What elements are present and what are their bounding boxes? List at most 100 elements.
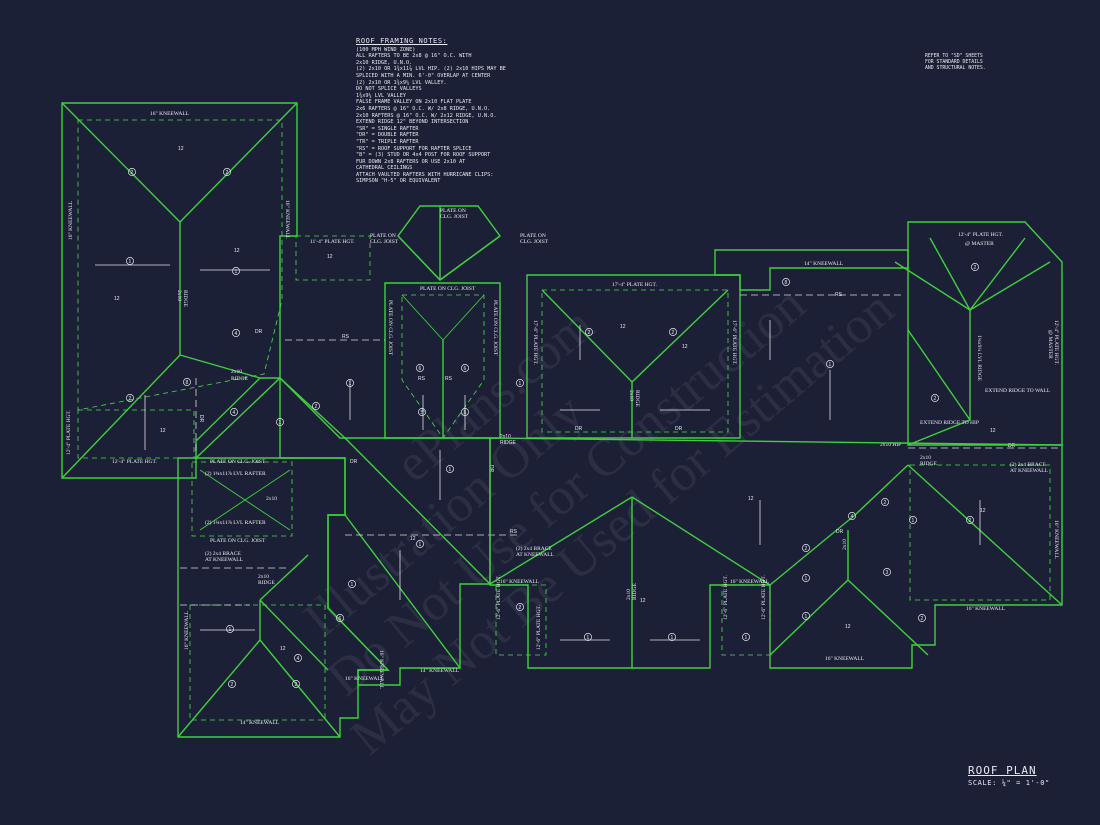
note-item: 2x10 RIDGE, U.N.O. (356, 59, 413, 66)
kneewall-label: 14" KNEEWALL (804, 261, 844, 267)
plate-height-label: 12'-6" PLATE HGT. (761, 575, 767, 620)
note-marker: 3 (886, 570, 889, 576)
brace-label: (2) 2x4 BRACE (516, 545, 552, 552)
roof-support-label: RS (835, 292, 843, 298)
extend-ridge-label: EXTEND RIDGE TO WALL (985, 388, 1051, 394)
note-marker: 1 (349, 381, 352, 387)
ridge-label: 2x10 (258, 574, 269, 580)
note-item: 1¾x9¼ LVL VALLEY (356, 92, 406, 99)
reference-line: AND STRUCTURAL NOTES. (925, 66, 986, 71)
note-item: "SR" = SINGLE RAFTER (356, 125, 419, 132)
note-marker: 1 (671, 635, 674, 641)
note-item: "B" = (3) STUD OR 4x4 POST FOR ROOF SUPP… (356, 152, 491, 159)
notes-title: ROOF FRAMING NOTES: (356, 37, 448, 45)
note-marker: 6 (419, 366, 422, 372)
ridge-label: 2x10 (231, 369, 242, 375)
ridge-label: 2x10 (920, 455, 931, 461)
kneewall-label: 16" KNEEWALL (825, 656, 865, 662)
plate-strip: 11'-4" PLATE HGT. PLATE ON CLG. JOIST PL… (285, 233, 549, 341)
pitch-rise: 12 (178, 146, 184, 152)
note-marker: 1 (587, 635, 590, 641)
plate-height-label: 12'-6" PLATE HGT. (536, 605, 542, 650)
brace-label: AT KNEEWALL (1010, 468, 1049, 474)
master-label: @ MASTER (1047, 330, 1053, 359)
pitch-rise: 12 (640, 598, 646, 604)
lvl-rafter-label: (2) 1¾x11⅞ LVL RAFTER (205, 470, 266, 477)
plate-label: PLATE ON (370, 233, 396, 239)
plate-height-label: 12'-4" PLATE HGT. (112, 459, 157, 465)
plate-label: PLATE ON CLG. JOIST (492, 300, 498, 356)
left-wing-roof: 16" KNEEWALL 12'-4" PLATE HGT. 2x10 RIDG… (61, 102, 298, 479)
ridge-label: RIDGE (634, 390, 640, 407)
plate-height-label: 11'-4" PLATE HGT. (310, 239, 355, 245)
plate-label: PLATE ON (440, 208, 466, 214)
note-marker: 2 (974, 265, 977, 271)
roof-support-label: RS (342, 334, 350, 340)
brace-label: AT KNEEWALL (205, 557, 244, 563)
ridge-label: 2x10 (266, 496, 277, 502)
note-item: (2) 2x10 OR 1¾x11⅞ LVL HIP. (2) 2x10 HIP… (356, 66, 506, 73)
note-marker: 4 (235, 331, 238, 337)
plate-height-label: 12'-6" PLATE HGT. (496, 575, 502, 620)
note-marker: 5 (421, 410, 424, 416)
note-marker: 8 (186, 380, 189, 386)
plate-label: PLATE ON CLG. JOIST (210, 538, 266, 544)
note-marker: 1 (229, 627, 232, 633)
plate-label: PLATE ON CLG. JOIST (210, 459, 266, 465)
framing-note-markers: 2 2 1 1 4 2 8 4 2 1 1 1 2 2 4 1 6 1 5 5 … (126, 168, 979, 688)
roof-support-label: RS (445, 376, 453, 382)
double-rafter-label: DR (488, 465, 494, 473)
drawing-scale: SCALE: ¼" = 1'-0" (968, 779, 1050, 787)
plate-height-label: 12'-4" PLATE HGT. (958, 232, 1003, 238)
note-marker: 2 (588, 330, 591, 336)
watermark: Illustration Only Do Not Use for Constru… (294, 276, 905, 767)
note-item: ALL RAFTERS TO BE 2x8 @ 16" O.C. WITH (356, 53, 472, 60)
lvl-rafter-label: (2) 1¾x11⅞ LVL RAFTER (205, 519, 266, 526)
pitch-rise: 12 (160, 428, 166, 434)
note-marker: 8 (785, 280, 788, 286)
roof-framing-notes: ROOF FRAMING NOTES: (100 MPH WIND ZONE) … (356, 38, 526, 185)
note-item: CATHEDRAL CEILINGS (356, 165, 413, 172)
note-item: SIMPSON "H-5" OR EQUIVALENT (356, 178, 441, 185)
kneewall-label: 16" KNEEWALL (284, 200, 290, 240)
note-item: EXTEND RIDGE 12" BEYOND INTERSECTION (356, 119, 469, 126)
plate-height-label: 17'-4" PLATE HGT. (612, 282, 657, 288)
kneewall-label: 16" KNEEWALL (150, 111, 190, 117)
pitch-rise: 12 (114, 296, 120, 302)
ridge-label: 2x10 (628, 390, 634, 401)
ridge-label: 2x10 (500, 434, 511, 440)
note-marker: 1 (419, 542, 422, 548)
note-marker: 1 (745, 635, 748, 641)
brace-label: (2) 2x4 BRACE (1010, 461, 1046, 468)
note-marker: 6 (464, 366, 467, 372)
note-marker: 2 (805, 546, 808, 552)
note-marker: 2 (884, 500, 887, 506)
note-item: FALSE FRAME VALLEY ON 2x10 FLAT PLATE (356, 99, 472, 106)
kneewall-label: 16" KNEEWALL (184, 610, 190, 650)
ridge-label: 2x10 (176, 290, 182, 301)
double-rafter-label: DR (836, 529, 844, 535)
roof-support-label: RS (418, 376, 426, 382)
kneewall-label: 16" KNEEWALL (345, 676, 385, 682)
brace-label: AT KNEEWALL (516, 552, 555, 558)
reference-line: FOR STANDARD DETAILS (925, 60, 983, 65)
title-block: ROOF PLAN SCALE: ¼" = 1'-0" (968, 764, 1078, 787)
kneewall-label: 16" KNEEWALL (68, 200, 74, 240)
note-marker: 1 (912, 518, 915, 524)
drawing-title: ROOF PLAN (968, 764, 1037, 777)
note-marker: 2 (131, 170, 134, 176)
note-marker: 2 (295, 682, 298, 688)
left-lower-wing-roof: PLATE ON CLG. JOIST PLATE ON CLG. JOIST … (177, 457, 390, 738)
plate-height-label: 17'-6" PLATE HGT. (532, 320, 538, 365)
plate-label: CLG. JOIST (520, 239, 549, 245)
note-item: DO NOT SPLICE VALLEYS (356, 86, 422, 93)
pitch-rise: 12 (682, 344, 688, 350)
note-marker: 2 (129, 396, 132, 402)
kneewall-label: 16" KNEEWALL (966, 606, 1006, 612)
note-item: (100 MPH WIND ZONE) (356, 46, 416, 53)
note-item: 2x10 RAFTERS @ 16" O.C. W/ 2x12 RIDGE, U… (356, 112, 497, 119)
note-marker: 1 (129, 259, 132, 265)
double-rafter-label: DR (255, 329, 263, 335)
note-marker: 1 (279, 420, 282, 426)
note-item: "DR" = DOUBLE RAFTER (356, 132, 419, 139)
